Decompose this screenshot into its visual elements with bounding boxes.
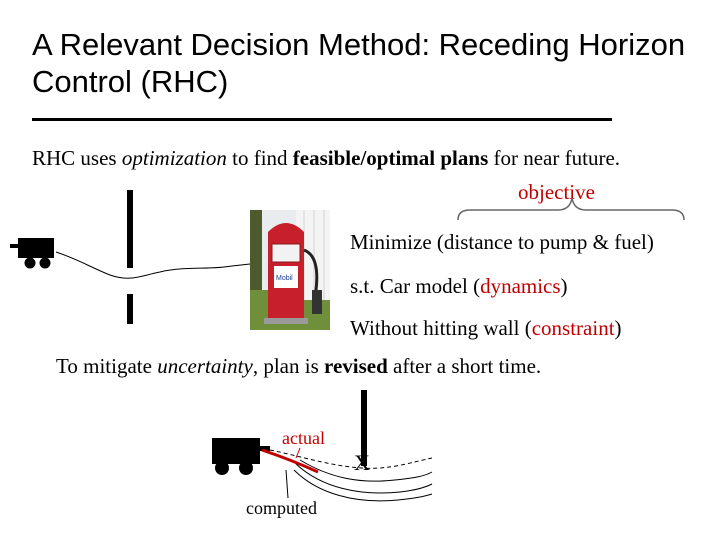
revised-plan-3 [294, 470, 432, 501]
car-icon-bottom [212, 438, 270, 475]
pump-brand: Mobil [276, 275, 293, 282]
wall-upper [127, 190, 133, 268]
actual-trajectory [262, 450, 318, 472]
planned-path [56, 252, 250, 278]
computed-trajectory [270, 450, 432, 468]
objective-brace [458, 198, 684, 220]
wall-bottom [361, 390, 367, 466]
car-icon [10, 238, 54, 269]
gas-pump-image: Mobil [250, 210, 330, 330]
wall-lower [127, 294, 133, 324]
computed-pointer [286, 470, 288, 498]
